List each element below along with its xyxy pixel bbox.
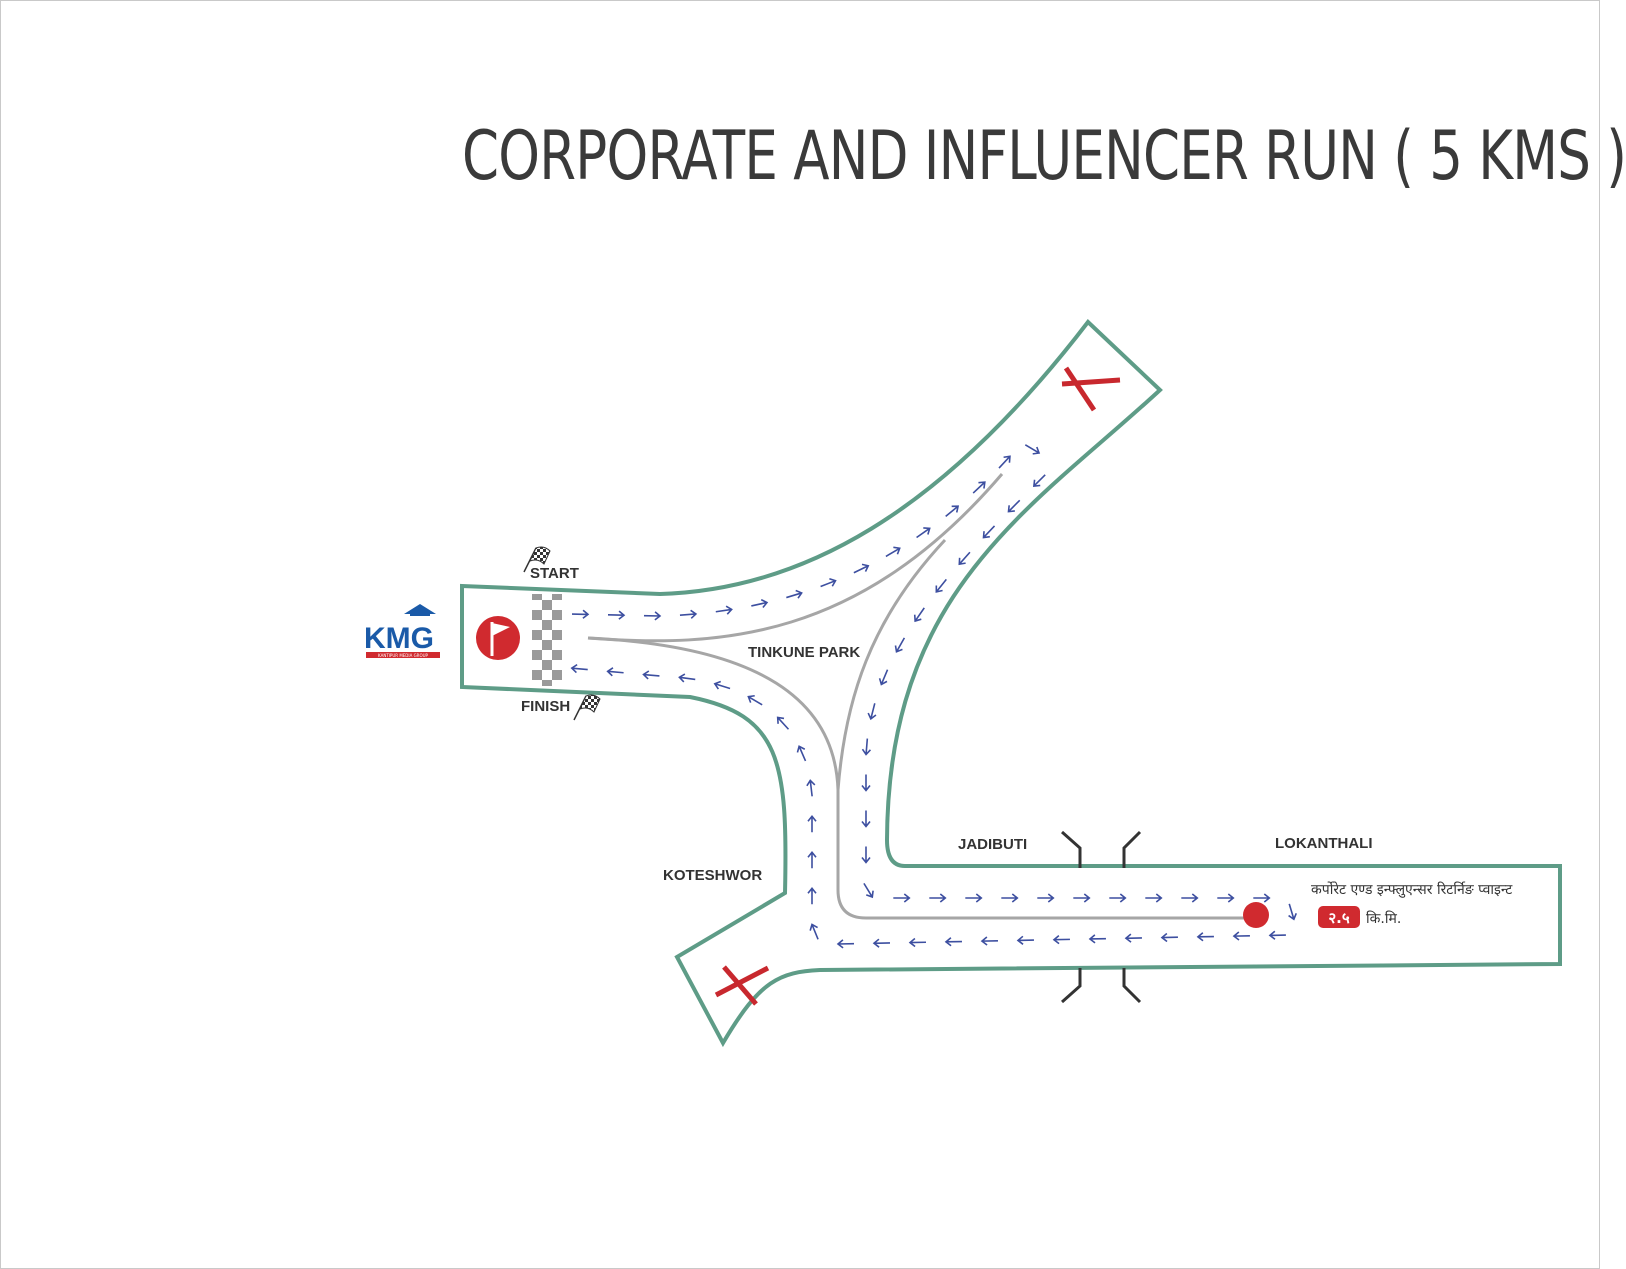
direction-arrow-icon [1032, 474, 1046, 488]
direction-arrow-icon [1001, 893, 1019, 903]
direction-arrow-icon [944, 937, 962, 947]
jadibuti-label: JADIBUTI [958, 836, 1027, 853]
direction-arrow-icon [1196, 932, 1214, 942]
direction-arrow-icon [861, 810, 871, 828]
direction-arrow-icon [807, 815, 817, 833]
direction-arrow-icon [678, 673, 696, 683]
direction-arrow-icon [908, 937, 927, 948]
direction-arrow-icon [1109, 893, 1127, 903]
direction-arrow-icon [807, 851, 817, 869]
direction-arrow-icon [806, 779, 816, 797]
direction-arrow-icon [1232, 931, 1250, 941]
distance-value: २.५ [1328, 909, 1349, 927]
direction-arrow-icon [885, 546, 901, 558]
direction-arrow-icon [713, 680, 731, 690]
direction-arrow-icon [571, 609, 590, 619]
direction-arrows [570, 444, 1297, 949]
direction-arrow-icon [643, 611, 662, 621]
red-x-icon [714, 965, 770, 1006]
direction-arrow-icon [853, 563, 870, 574]
red-flag-icon [476, 616, 520, 660]
red-x-icon [1061, 366, 1121, 412]
direction-arrow-icon [945, 505, 960, 517]
start-finish-line [532, 594, 562, 686]
kmg-logo: KMG KANTIPUR MEDIA GROUP [364, 604, 440, 658]
direction-arrow-icon [958, 551, 971, 566]
start-label: START [530, 565, 579, 582]
direction-arrow-icon [747, 694, 763, 706]
direction-arrow-icon [998, 455, 1011, 469]
direction-arrow-icon [1073, 893, 1091, 903]
checkered-flag-icon [523, 546, 551, 573]
direction-arrow-icon [935, 578, 947, 593]
direction-arrow-icon [893, 893, 911, 903]
direction-arrow-icon [807, 887, 817, 905]
direction-arrow-icon [1217, 893, 1235, 903]
direction-arrow-icon [982, 525, 996, 539]
direction-arrow-icon [1052, 934, 1070, 945]
direction-arrow-icon [642, 670, 660, 680]
direction-arrow-icon [1268, 930, 1286, 940]
red-dot-icon [1243, 902, 1269, 928]
direction-arrow-icon [1181, 893, 1199, 903]
direction-arrow-icon [715, 605, 733, 615]
direction-arrow-icon [1145, 893, 1163, 903]
direction-arrow-icon [1124, 933, 1142, 943]
direction-arrow-icon [878, 669, 889, 686]
direction-arrow-icon [820, 578, 837, 588]
direction-arrow-icon [809, 923, 819, 940]
direction-arrow-icon [1007, 499, 1021, 513]
direction-arrow-icon [836, 939, 855, 949]
direction-arrow-icon [1024, 444, 1041, 455]
direction-arrow-icon [751, 598, 769, 608]
direction-arrow-icon [776, 716, 790, 730]
direction-arrow-icon [570, 663, 588, 674]
direction-arrow-icon [1016, 935, 1034, 945]
finish-label: FINISH [521, 698, 570, 715]
median-line [836, 538, 947, 791]
lokanthali-label: LOKANTHALI [1275, 835, 1373, 852]
returning-point-label: कर्पोरेट एण्ड इन्फ्लुएन्सर रिटर्निङ प्वा… [1311, 881, 1513, 898]
direction-arrow-icon [872, 938, 891, 948]
direction-arrow-icon [929, 893, 947, 903]
direction-arrow-icon [861, 774, 871, 792]
direction-arrow-icon [916, 527, 931, 539]
direction-arrow-icon [972, 481, 986, 494]
direction-arrow-icon [679, 609, 698, 619]
checkered-flag-icon [573, 694, 601, 721]
distance-unit: कि.मि. [1366, 910, 1401, 927]
direction-arrow-icon [965, 893, 983, 903]
koteshwor-label: KOTESHWOR [663, 867, 762, 884]
direction-arrow-icon [786, 589, 803, 599]
distance-badge [1318, 906, 1360, 928]
direction-arrow-icon [1288, 903, 1297, 921]
logo-subtitle: KANTIPUR MEDIA GROUP [378, 653, 428, 658]
direction-arrow-icon [1037, 893, 1055, 903]
direction-arrow-icon [606, 667, 624, 677]
direction-arrow-icon [861, 738, 872, 756]
bridge-marker-icon [1061, 830, 1142, 1004]
direction-arrow-icon [796, 745, 807, 762]
logo-text: KMG [364, 622, 434, 655]
direction-arrow-icon [867, 703, 877, 721]
direction-arrow-icon [861, 846, 871, 864]
direction-arrow-icon [980, 936, 998, 946]
direction-arrow-icon [913, 607, 925, 623]
road-outline [460, 319, 1562, 1048]
direction-arrow-icon [1160, 932, 1178, 943]
direction-arrow-icon [863, 882, 874, 899]
direction-arrow-icon [607, 610, 626, 620]
median-line [587, 636, 1252, 920]
direction-arrow-icon [1253, 893, 1271, 903]
median-line [587, 473, 1004, 643]
direction-arrow-icon [894, 637, 906, 653]
tinkune-park-label: TINKUNE PARK [748, 644, 860, 661]
direction-arrow-icon [1088, 934, 1106, 944]
